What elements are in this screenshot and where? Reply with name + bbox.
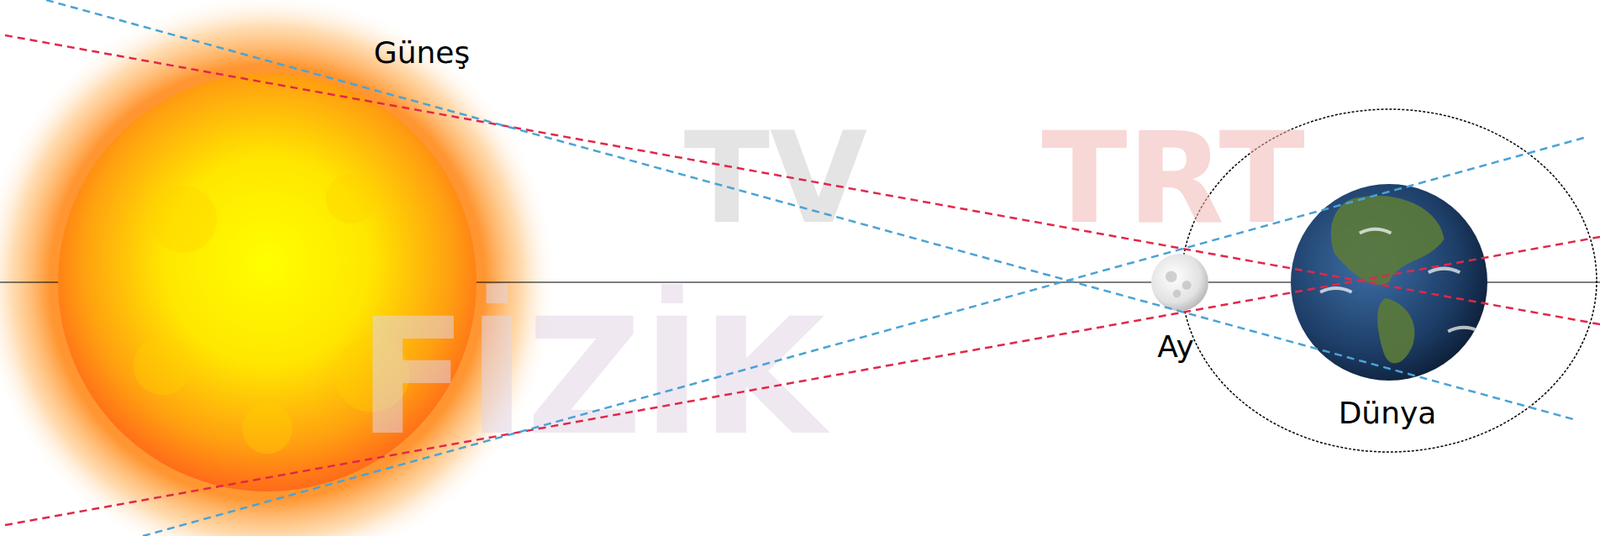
shape-outline (1151, 253, 1209, 311)
earth-body: Dünya (1290, 184, 1488, 381)
earth-body-disc (1290, 184, 1488, 381)
sun-texture (326, 173, 377, 225)
moon-crater (1173, 289, 1182, 299)
earth-cloud (1320, 288, 1352, 293)
earth-cloud (1447, 327, 1479, 332)
earth-continent (1377, 298, 1415, 364)
sun-texture (334, 336, 411, 413)
moon-body: Ay (1151, 253, 1209, 311)
sun-texture (133, 336, 193, 396)
moon-crater (1165, 270, 1178, 283)
sun-body-disc (57, 73, 477, 492)
sun-glow (0, 0, 558, 536)
sun-texture (242, 403, 293, 454)
earth-continent (1331, 195, 1445, 285)
earth-cloud (1359, 229, 1391, 234)
body-label: Güneş (373, 37, 470, 69)
shape-outline (1290, 184, 1488, 381)
moon-body-disc (1151, 253, 1209, 311)
moon-orbit (1181, 109, 1597, 453)
earth-cloud (1428, 268, 1460, 274)
body-label: Dünya (1338, 398, 1437, 429)
sun-texture (150, 185, 218, 253)
shape-outline (57, 73, 477, 492)
moon-crater (1182, 280, 1192, 290)
body-label: Ay (1157, 331, 1195, 363)
watermark: TV (684, 115, 868, 242)
sun-body: Güneş (57, 73, 477, 492)
watermark: TRT (1041, 115, 1305, 242)
